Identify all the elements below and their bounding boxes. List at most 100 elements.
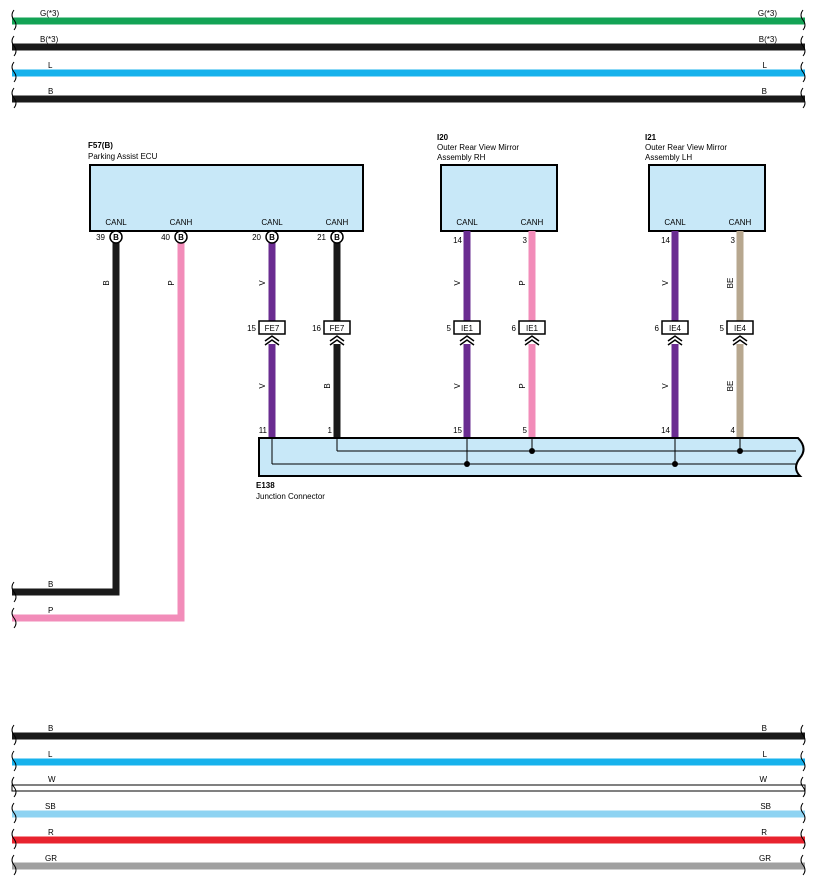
mirror-rh-pin-num-1: 14 bbox=[453, 236, 462, 245]
top-bus-3: L L bbox=[12, 61, 805, 77]
ecu-connector-40-letter: B bbox=[178, 233, 184, 242]
connector-ie4-6: IE4 6 bbox=[655, 320, 689, 346]
top-bus-4-right-label: B bbox=[762, 87, 767, 96]
mirror-lh-pin-num-2: 3 bbox=[731, 236, 736, 245]
junction-name: Junction Connector bbox=[256, 492, 325, 501]
wire-label-ecu-b: B bbox=[102, 280, 111, 285]
wire-label-ecu-p: P bbox=[167, 280, 176, 285]
ecu-pin-num-4: 21 bbox=[317, 233, 326, 242]
connector-fe7-16: FE7 16 bbox=[312, 320, 351, 346]
ecu-connector-39: B bbox=[109, 230, 123, 244]
mirror-rh-name-2: Assembly RH bbox=[437, 153, 486, 162]
bottom-bus-6-right-label: GR bbox=[759, 854, 771, 863]
connector-ie1-5-chevron-icon bbox=[459, 335, 475, 346]
mirror-rh-box bbox=[440, 164, 558, 232]
connector-ie4-5-chevron-icon bbox=[732, 335, 748, 346]
ecu-pin-num-2: 40 bbox=[161, 233, 170, 242]
wire-label-fe7-1-lower: V bbox=[258, 383, 267, 389]
top-bus-group: G(*3) G(*3) B(*3) B(*3) L L B B bbox=[11, 9, 806, 109]
connector-fe7-16-chevron-icon bbox=[329, 335, 345, 346]
ecu-pin-num-1: 39 bbox=[96, 233, 105, 242]
wire-ecu-39-black bbox=[12, 242, 120, 596]
connector-ie1-5: IE1 5 bbox=[447, 320, 481, 346]
top-bus-1-left-label: G(*3) bbox=[40, 9, 59, 18]
bottom-bus-1-right-label: B bbox=[762, 724, 767, 733]
junction-box bbox=[258, 437, 805, 477]
junction-pin-4: 5 bbox=[523, 426, 528, 435]
junction-dot bbox=[529, 448, 535, 454]
connector-fe7-15: FE7 15 bbox=[247, 320, 286, 346]
bottom-bus-5: R R bbox=[12, 828, 805, 844]
connector-fe7-16-pin: 16 bbox=[312, 324, 321, 333]
mirror-lh-name-1: Outer Rear View Mirror bbox=[645, 143, 727, 152]
ecu-name: Parking Assist ECU bbox=[88, 152, 158, 161]
bottom-bus-6: GR GR bbox=[12, 854, 805, 870]
bottom-bus-3-left-label: W bbox=[48, 775, 56, 784]
connector-ie4-5-pin: 5 bbox=[720, 324, 725, 333]
bottom-bus-4-left-label: SB bbox=[45, 802, 56, 811]
junction-dot bbox=[672, 461, 678, 467]
mirror-rh-id: I20 bbox=[437, 133, 449, 142]
ecu-pin-label-1: CANL bbox=[105, 218, 127, 227]
ecu-pin-label-2: CANH bbox=[170, 218, 193, 227]
inline-connectors: FE7 15 FE7 16 IE1 5 IE1 6 IE4 bbox=[247, 320, 754, 346]
bottom-bus-3: W W bbox=[11, 775, 806, 792]
connector-ie4-6-name: IE4 bbox=[669, 324, 682, 333]
bottom-bus-4-right-label: SB bbox=[760, 802, 771, 811]
junction-pin-1: 11 bbox=[259, 426, 268, 435]
wire-label-rh-canl-upper: V bbox=[453, 280, 462, 286]
connector-ie4-5-name: IE4 bbox=[734, 324, 747, 333]
wire-label-rh-canl-lower: V bbox=[453, 383, 462, 389]
bottom-bus-5-right-label: R bbox=[761, 828, 767, 837]
junction-connector-e138: 11 1 15 5 14 4 E138 Junction Connector bbox=[256, 426, 805, 501]
top-bus-4-left-label: B bbox=[48, 87, 53, 96]
bottom-bus-5-left-label: R bbox=[48, 828, 54, 837]
junction-dot bbox=[464, 461, 470, 467]
mirror-lh-id: I21 bbox=[645, 133, 657, 142]
mirror-rh-pin-label-1: CANL bbox=[456, 218, 478, 227]
junction-id: E138 bbox=[256, 481, 275, 490]
bottom-bus-3-right-label: W bbox=[759, 775, 767, 784]
ecu-connector-markers: B B B B bbox=[109, 230, 344, 244]
connector-ie1-6-pin: 6 bbox=[512, 324, 517, 333]
ecu-connector-39-letter: B bbox=[113, 233, 119, 242]
ecu-connector-21-letter: B bbox=[334, 233, 340, 242]
ecu-connector-20-letter: B bbox=[269, 233, 275, 242]
top-bus-1-right-label: G(*3) bbox=[758, 9, 777, 18]
junction-pin-6: 4 bbox=[731, 426, 736, 435]
top-bus-2-left-label: B(*3) bbox=[40, 35, 59, 44]
connector-ie4-5: IE4 5 bbox=[720, 320, 754, 346]
top-bus-4: B B bbox=[12, 87, 805, 103]
junction-pin-5: 14 bbox=[661, 426, 670, 435]
connector-ie1-6-chevron-icon bbox=[524, 335, 540, 346]
ecu-connector-20: B bbox=[265, 230, 279, 244]
bottom-bus-2: L L bbox=[12, 750, 805, 766]
ecu-connector-21: B bbox=[330, 230, 344, 244]
wire-label-lh-canl-upper: V bbox=[661, 280, 670, 286]
connector-ie1-6-name: IE1 bbox=[526, 324, 539, 333]
connector-ie4-6-chevron-icon bbox=[667, 335, 683, 346]
wire-label-fe7-2-lower: B bbox=[323, 383, 332, 388]
connector-fe7-15-name: FE7 bbox=[265, 324, 280, 333]
junction-pin-3: 15 bbox=[453, 426, 462, 435]
wire-ecu-40-pink bbox=[12, 242, 185, 622]
top-bus-2-right-label: B(*3) bbox=[759, 35, 778, 44]
mirror-lh-pin-label-1: CANL bbox=[664, 218, 686, 227]
ecu-pin-label-3: CANL bbox=[261, 218, 283, 227]
connector-fe7-16-name: FE7 bbox=[330, 324, 345, 333]
wire-label-lh-canh-lower: BE bbox=[726, 381, 735, 392]
ecu-connector-40: B bbox=[174, 230, 188, 244]
connector-fe7-15-chevron-icon bbox=[264, 335, 280, 346]
bottom-bus-1-left-label: B bbox=[48, 724, 53, 733]
wire-label-rh-canh-lower: P bbox=[518, 383, 527, 388]
mirror-lh-box bbox=[648, 164, 766, 232]
mirror-rh: I20 Outer Rear View Mirror Assembly RH C… bbox=[437, 133, 558, 245]
ecu-pin-label-4: CANH bbox=[326, 218, 349, 227]
wires bbox=[12, 231, 744, 622]
top-bus-3-right-label: L bbox=[763, 61, 768, 70]
mirror-lh-pin-num-1: 14 bbox=[661, 236, 670, 245]
junction-dot bbox=[737, 448, 743, 454]
mirror-rh-pin-num-2: 3 bbox=[523, 236, 528, 245]
ecu-pin-num-3: 20 bbox=[252, 233, 261, 242]
